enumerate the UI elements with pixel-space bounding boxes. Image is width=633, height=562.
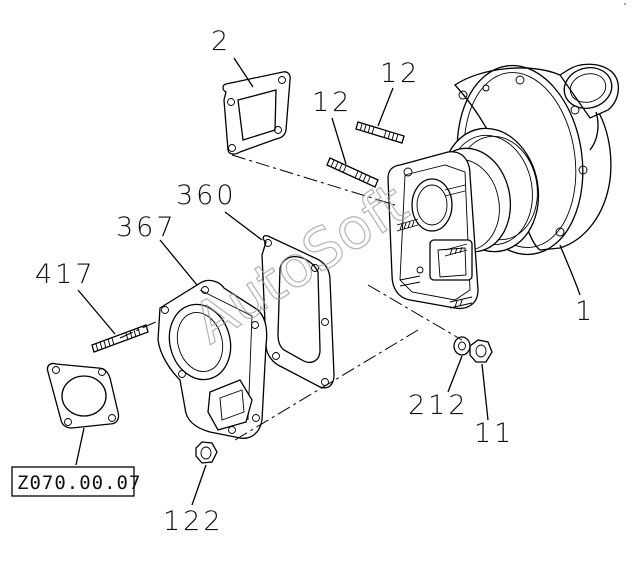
label-stud-12b: 12 — [312, 87, 352, 118]
stud-part-12b[interactable] — [326, 117, 379, 188]
label-elbow-367: 367 — [116, 212, 177, 243]
stud-part-12a[interactable] — [355, 87, 405, 144]
label-nut-122: 122 — [163, 506, 224, 537]
gasket-part-2[interactable] — [222, 57, 291, 155]
label-turbocharger-1: 1 — [575, 296, 595, 327]
gasket-part-360[interactable] — [224, 211, 335, 389]
label-stud-417: 417 — [35, 259, 96, 290]
label-washer-212: 212 — [408, 390, 469, 421]
stud-part-417[interactable] — [77, 289, 149, 353]
reference-code-text: Z070.00.07 — [17, 472, 141, 494]
label-nut-11: 11 — [474, 418, 514, 449]
turbocharger-part[interactable] — [387, 57, 619, 310]
label-gasket-2: 2 — [211, 26, 231, 57]
corner-dot — [624, 3, 626, 5]
washer-part-212[interactable] — [447, 336, 471, 393]
label-stud-12a: 12 — [380, 58, 420, 89]
elbow-part-367[interactable] — [157, 239, 268, 439]
reference-code-box[interactable]: Z070.00.07 — [11, 466, 141, 497]
label-gasket-360: 360 — [176, 180, 237, 211]
assembly-centerlines — [119, 154, 463, 441]
reference-gasket-part[interactable] — [46, 362, 120, 466]
nut-part-122[interactable] — [191, 441, 218, 506]
nut-part-11[interactable] — [469, 339, 493, 421]
